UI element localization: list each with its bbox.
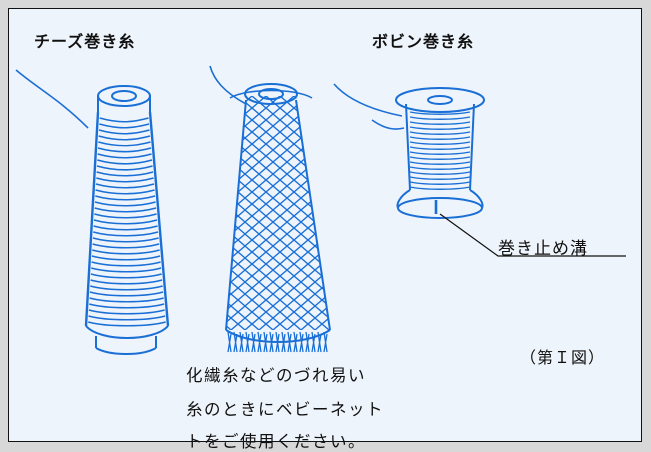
- groove-leader-line: [439, 213, 626, 257]
- bobbin-spool-title: ボビン巻き糸: [372, 32, 475, 51]
- bobbin-spool: [333, 83, 485, 219]
- groove-label: 巻き止め溝: [498, 239, 588, 259]
- note-line-3: トをご使用ください。: [186, 432, 366, 451]
- cheese-spool-title: チーズ巻き糸: [34, 32, 136, 51]
- cheese-cone-spool: [15, 69, 170, 355]
- note-line-2: 糸のときにベビーネット: [186, 400, 384, 419]
- note-line-1: 化繊糸などのづれ易い: [186, 366, 366, 385]
- netted-cone-spool: [209, 65, 331, 353]
- diagram-frame: [8, 8, 642, 442]
- figure-number-label: （第Ｉ図）: [520, 348, 606, 367]
